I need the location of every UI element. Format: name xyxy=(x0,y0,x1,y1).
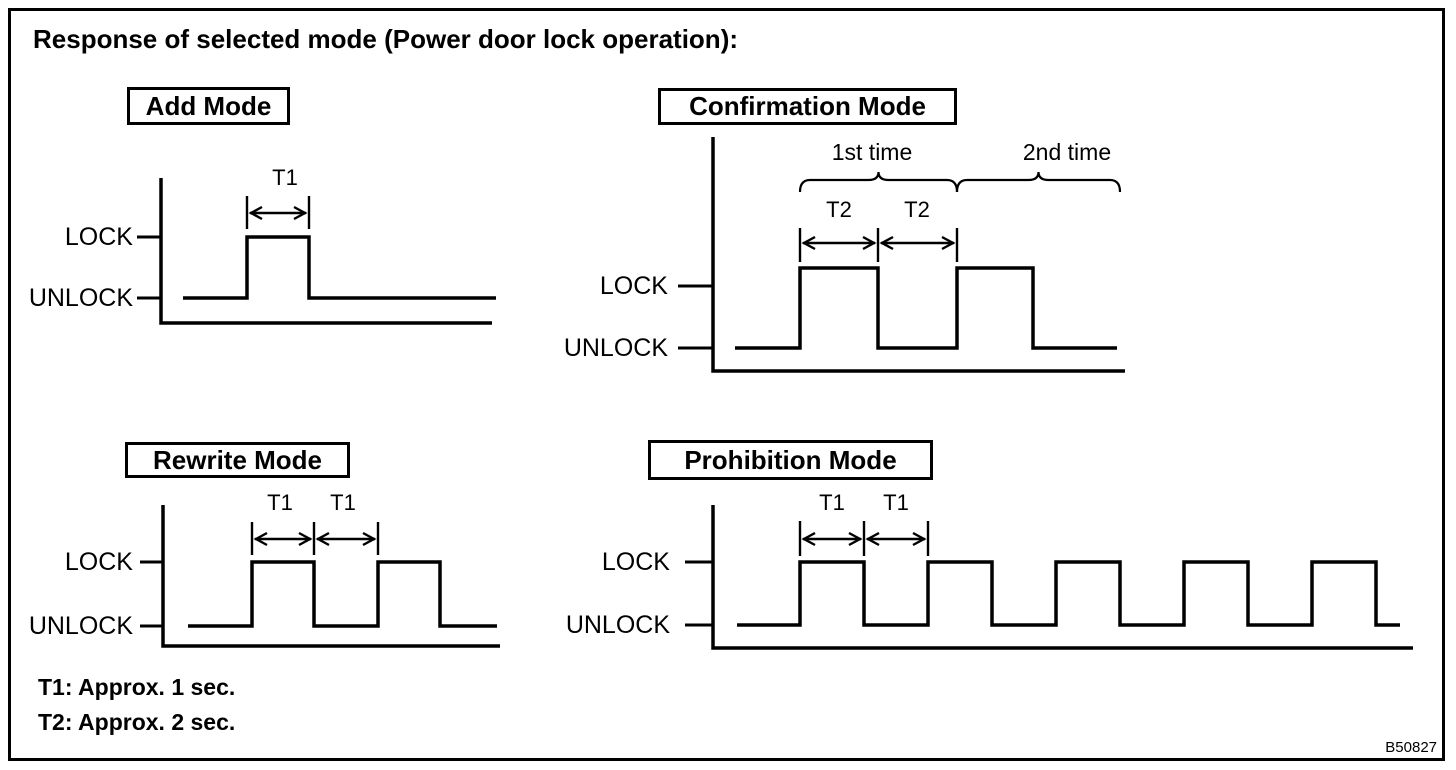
confirmation-first-time-label: 1st time xyxy=(831,139,913,165)
prohibition-level-ticks xyxy=(685,560,713,627)
diagram-border-frame xyxy=(8,8,1445,761)
rewrite-t1-interval-label-1: T1 xyxy=(267,490,293,515)
rewrite-square-wave xyxy=(188,560,497,628)
confirmation-mode-title-box: Confirmation Mode xyxy=(658,88,957,125)
confirmation-axis xyxy=(711,137,1125,373)
add-level-ticks xyxy=(137,235,161,300)
confirmation-phase-brace xyxy=(955,171,1122,193)
figure-title: Response of selected mode (Power door lo… xyxy=(33,24,739,54)
add-square-wave xyxy=(183,235,496,300)
prohibition-mode-title-box: Prohibition Mode xyxy=(648,440,933,480)
prohibition-unlock-axis-label: UNLOCK xyxy=(565,611,670,639)
prohibition-t1-interval-label-1: T1 xyxy=(819,490,845,515)
rewrite-arrowhead-left xyxy=(253,531,268,547)
confirmation-arrowhead-right xyxy=(941,235,956,251)
figure-code: B50827 xyxy=(1385,739,1437,756)
add-arrowhead-left xyxy=(248,205,263,221)
prohibition-waveform-group xyxy=(685,505,1413,650)
rewrite-t1-interval-label-2: T1 xyxy=(330,490,356,515)
t1-definition-note: T1: Approx. 1 sec. xyxy=(38,674,236,700)
confirmation-level-ticks xyxy=(678,284,713,350)
confirmation-arrowhead-right xyxy=(862,235,877,251)
confirmation-waveform-group xyxy=(678,137,1125,373)
confirmation-t2-interval-label-1: T2 xyxy=(826,197,852,222)
prohibition-t1-interval-label-2: T1 xyxy=(883,490,909,515)
rewrite-mode-title-box: Rewrite Mode xyxy=(125,442,350,478)
rewrite-arrowhead-right xyxy=(362,531,377,547)
rewrite-arrowhead-left xyxy=(315,531,330,547)
rewrite-axis xyxy=(161,505,500,648)
confirmation-lock-axis-label: LOCK xyxy=(599,272,668,300)
rewrite-arrowhead-right xyxy=(298,531,313,547)
rewrite-unlock-axis-label: UNLOCK xyxy=(28,612,133,640)
add-waveform-group xyxy=(137,178,496,325)
add-arrowhead-right xyxy=(293,205,308,221)
prohibition-square-wave xyxy=(737,560,1400,627)
rewrite-level-ticks xyxy=(140,560,163,628)
add-axis xyxy=(159,178,492,325)
rewrite-waveform-group xyxy=(140,505,500,648)
prohibition-axis xyxy=(711,505,1413,650)
confirmation-arrowhead-left xyxy=(879,235,894,251)
confirmation-t2-interval-label-2: T2 xyxy=(904,197,930,222)
add-unlock-axis-label: UNLOCK xyxy=(28,284,133,312)
prohibition-arrowhead-left xyxy=(865,531,880,547)
add-t1-interval-label: T1 xyxy=(272,165,298,190)
prohibition-lock-axis-label: LOCK xyxy=(601,548,670,576)
confirmation-second-time-label: 2nd time xyxy=(1022,139,1112,165)
confirmation-square-wave xyxy=(735,266,1117,350)
confirmation-arrowhead-left xyxy=(801,235,816,251)
prohibition-arrowhead-left xyxy=(801,531,816,547)
prohibition-arrowhead-right xyxy=(848,531,863,547)
add-mode-title-box: Add Mode xyxy=(127,87,290,125)
prohibition-arrowhead-right xyxy=(912,531,927,547)
add-lock-axis-label: LOCK xyxy=(64,223,133,251)
confirmation-unlock-axis-label: UNLOCK xyxy=(563,334,668,362)
rewrite-lock-axis-label: LOCK xyxy=(64,548,133,576)
t2-definition-note: T2: Approx. 2 sec. xyxy=(38,709,236,735)
confirmation-phase-brace xyxy=(798,171,959,193)
